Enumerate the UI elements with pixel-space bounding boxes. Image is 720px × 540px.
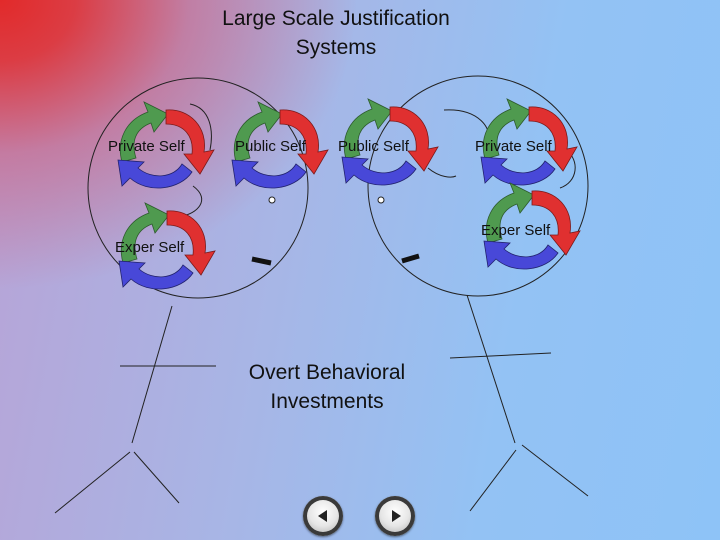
triangle-left-icon xyxy=(318,510,327,522)
right-eye xyxy=(378,197,384,203)
slide-caption: Overt Behavioral Investments xyxy=(210,358,444,416)
next-button[interactable] xyxy=(375,496,415,536)
triangle-right-icon xyxy=(392,510,401,522)
label-right-public-self: Public Self xyxy=(338,138,409,156)
previous-button[interactable] xyxy=(303,496,343,536)
slide-title: Large Scale Justification Systems xyxy=(200,4,472,62)
label-left-exper-self: Exper Self xyxy=(115,239,184,257)
right-mouth xyxy=(402,256,419,261)
label-left-public-self: Public Self xyxy=(235,138,306,156)
left-eye xyxy=(269,197,275,203)
label-left-private-self: Private Self xyxy=(108,138,185,156)
label-right-exper-self: Exper Self xyxy=(481,222,550,240)
left-mouth xyxy=(252,259,271,263)
label-right-private-self: Private Self xyxy=(475,138,552,156)
